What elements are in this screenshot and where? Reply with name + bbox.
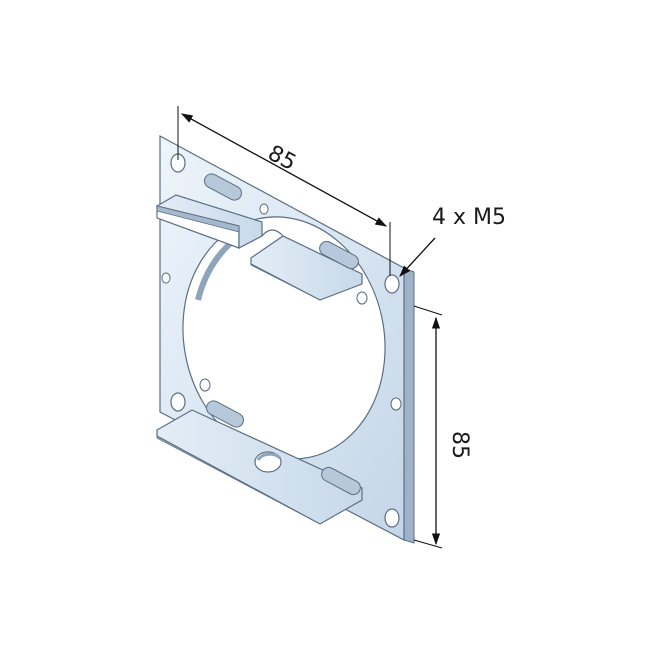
vertical-dimension-label: 85 [447,431,472,459]
corner-hole-bottom-left [170,392,186,412]
dimension-vertical: 85 [413,305,472,549]
corner-hole-top-right [384,274,400,294]
hole-callout-label: 4 x M5 [432,205,506,230]
corner-hole-bottom-right [384,508,400,528]
bottom-tabs [156,400,363,525]
horizontal-dimension-label: 85 [264,141,300,176]
hole-callout: 4 x M5 [399,205,506,277]
top-tabs [155,173,363,301]
